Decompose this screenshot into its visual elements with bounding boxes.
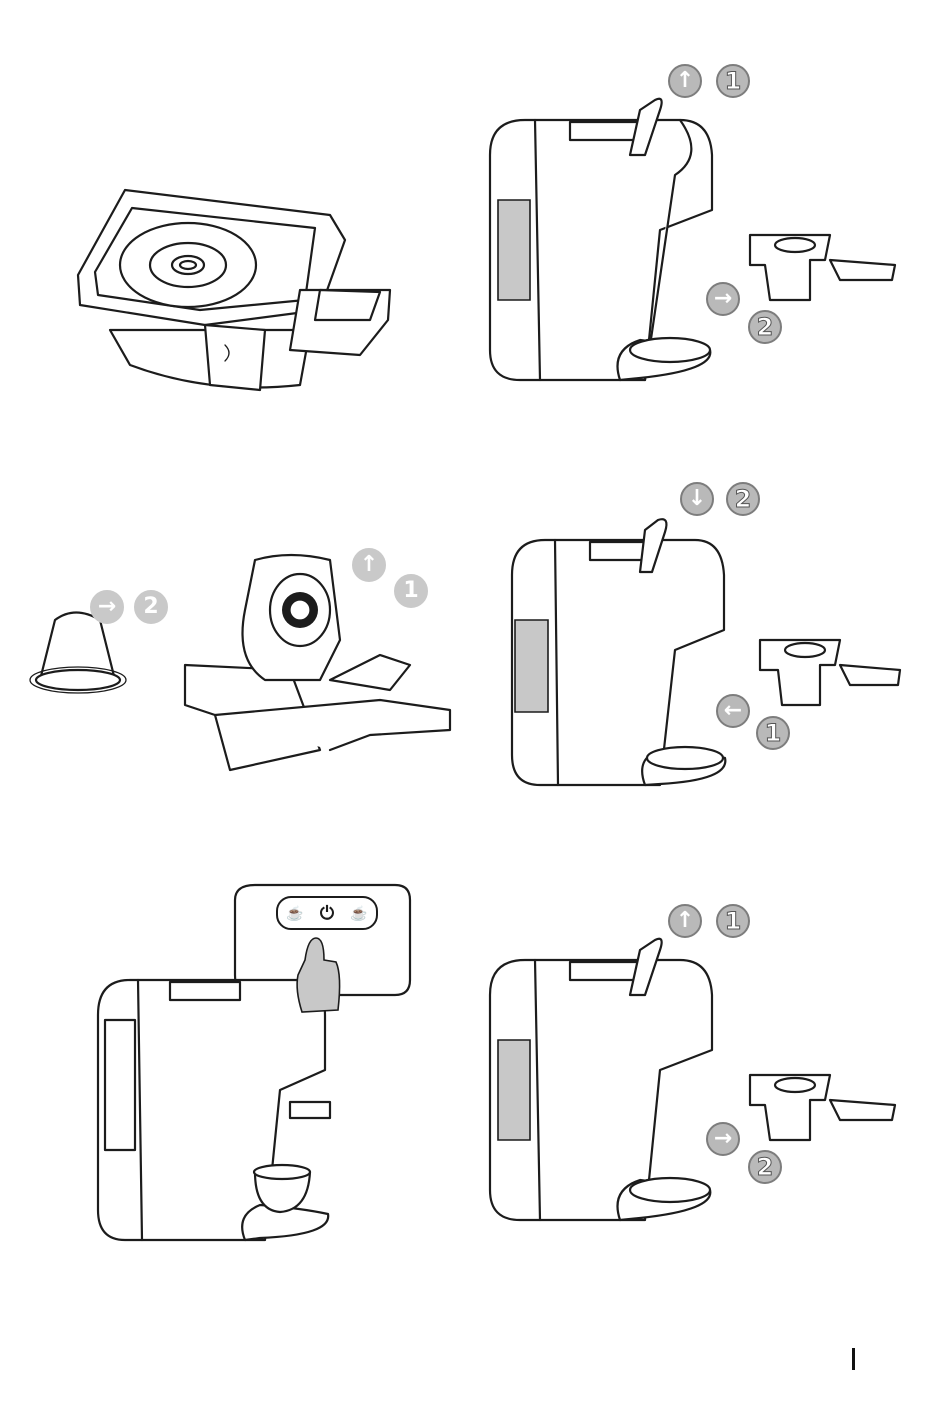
- step-number-2: 2: [134, 590, 168, 624]
- coffee-machine-illustration: [480, 60, 910, 400]
- arrow-right-icon: →: [706, 282, 740, 316]
- step-insert-holder-lower-lever: ↓ 2 ← 1: [500, 480, 920, 800]
- arrow-down-icon: ↓: [680, 482, 714, 516]
- step-press-brew-button: ☕ ⏻ ☕: [80, 880, 420, 1250]
- step-lift-lever-remove-holder: ↑ 1 → 2: [480, 60, 910, 400]
- step-lift-lever-remove-holder-again: ↑ 1 → 2: [480, 900, 910, 1240]
- capsule-insert-illustration: [30, 540, 460, 790]
- arrow-up-icon: ↑: [668, 904, 702, 938]
- step-capsule-holder: [70, 180, 400, 400]
- cup-hot-water-icon[interactable]: ☕: [286, 905, 303, 922]
- step-number-1: 1: [716, 64, 750, 98]
- coffee-machine-illustration: [480, 900, 910, 1240]
- capsule-holder-illustration: [70, 180, 400, 400]
- arrow-up-icon: ↑: [352, 548, 386, 582]
- step-number-1: 1: [756, 716, 790, 750]
- step-number-1: 1: [394, 574, 428, 608]
- coffee-machine-illustration: [500, 480, 920, 800]
- step-number-2: 2: [748, 1150, 782, 1184]
- step-number-1: 1: [716, 904, 750, 938]
- arrow-right-icon: →: [90, 590, 124, 624]
- coffee-machine-brewing-illustration: [80, 880, 420, 1250]
- step-number-2: 2: [748, 310, 782, 344]
- arrow-up-icon: ↑: [668, 64, 702, 98]
- page-marker: [852, 1348, 855, 1370]
- control-panel: ☕ ⏻ ☕: [276, 896, 378, 930]
- arrow-right-icon: →: [706, 1122, 740, 1156]
- power-icon[interactable]: ⏻: [320, 903, 334, 924]
- step-number-2: 2: [726, 482, 760, 516]
- arrow-left-icon: ←: [716, 694, 750, 728]
- coffee-cup-icon[interactable]: ☕: [350, 905, 367, 922]
- step-insert-capsule: → 2 ↑ 1: [30, 540, 460, 790]
